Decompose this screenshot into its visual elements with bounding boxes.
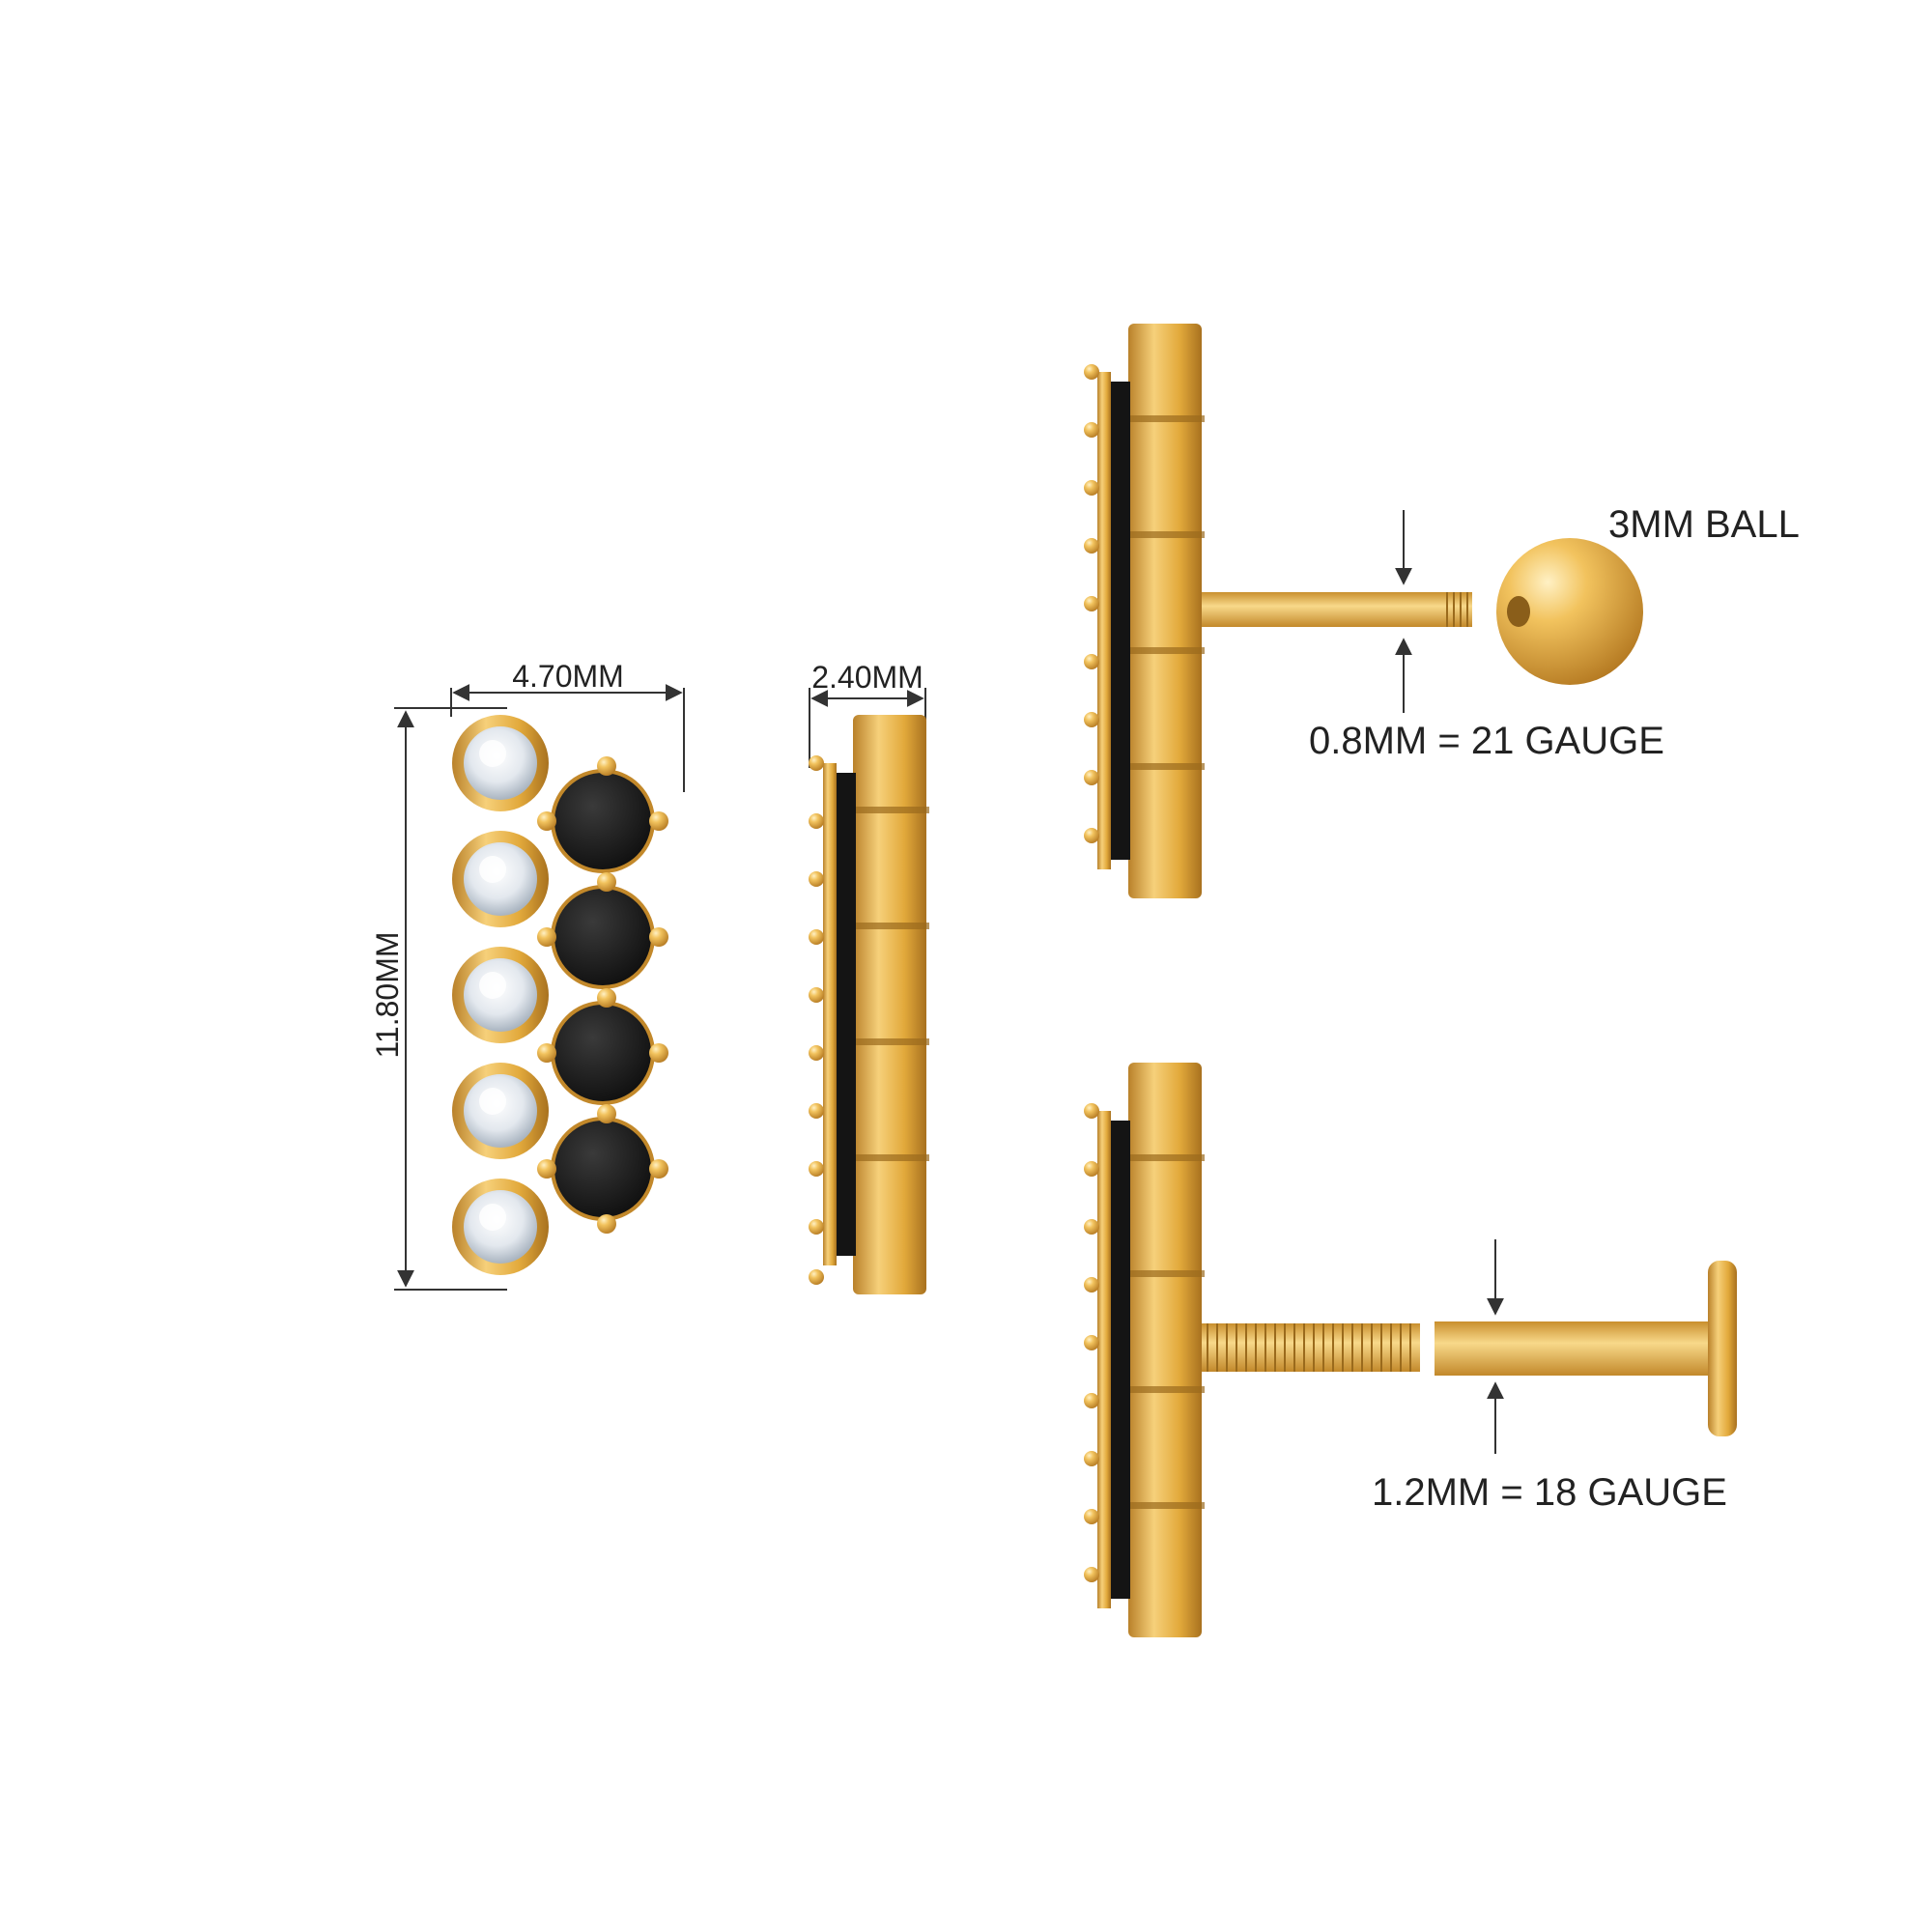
white-stone-column	[452, 715, 549, 1275]
black-stone-column	[537, 756, 668, 1234]
side-view: 2.40MM	[809, 660, 929, 1294]
height-dimension: 11.80MM	[370, 707, 507, 1291]
black-stone-icon	[537, 872, 668, 989]
diamond-stone-icon	[452, 715, 549, 811]
width-label: 4.70MM	[512, 659, 624, 694]
flat-back-post	[1435, 1261, 1737, 1436]
threaded-post	[1202, 592, 1472, 627]
front-view: 4.70MM 11.80MM	[370, 659, 685, 1291]
height-label: 11.80MM	[370, 931, 405, 1058]
flat-gauge-label: 1.2MM = 18 GAUGE	[1372, 1471, 1727, 1514]
diamond-stone-icon	[452, 1179, 549, 1275]
black-stone-icon	[537, 1104, 668, 1234]
ball-size-label: 3MM BALL	[1608, 503, 1800, 546]
width-dimension: 4.70MM	[450, 659, 685, 792]
gold-bezel-icon	[1084, 1063, 1205, 1637]
ball-back-view: 3MM BALL 0.8MM = 21 GAUGE	[1084, 324, 1800, 898]
gold-bezel-icon	[823, 715, 929, 1294]
threaded-stud	[1202, 1323, 1420, 1372]
gold-bezel-icon	[1084, 324, 1205, 898]
depth-dimension: 2.40MM	[809, 660, 926, 768]
ball-end	[1496, 538, 1643, 685]
black-stone-icon	[537, 756, 668, 873]
flat-back-view: 1.2MM = 18 GAUGE	[1084, 1063, 1737, 1637]
diamond-stone-icon	[452, 831, 549, 927]
ball-gauge-label: 0.8MM = 21 GAUGE	[1309, 720, 1664, 762]
side-prongs	[809, 755, 824, 1285]
diamond-stone-icon	[452, 1063, 549, 1159]
black-stone-icon	[537, 988, 668, 1105]
diamond-stone-icon	[452, 947, 549, 1043]
depth-label: 2.40MM	[811, 660, 923, 695]
